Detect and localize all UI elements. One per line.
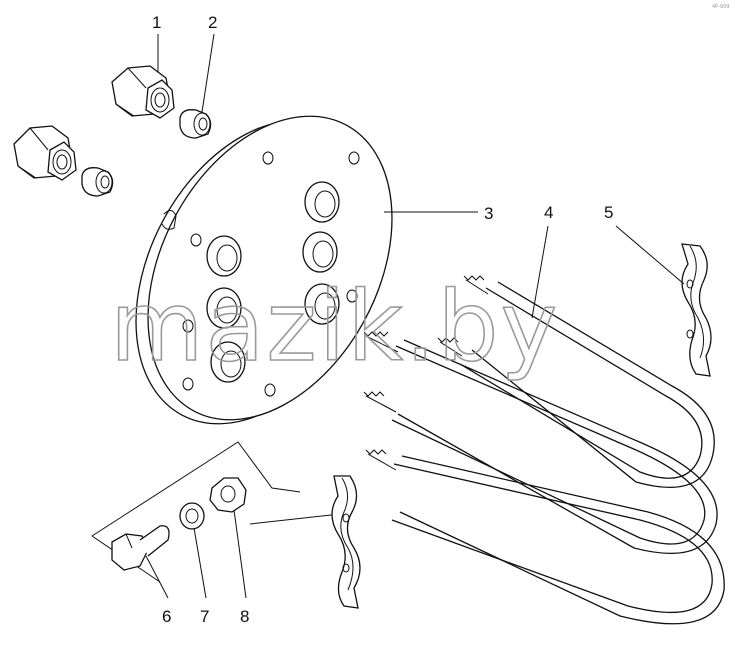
callout-6: 6 [162, 607, 171, 626]
washer-part-7 [179, 502, 205, 530]
bushing-part-2 [81, 109, 212, 197]
heating-elements-part-4 [363, 275, 725, 625]
bolt-part-6 [111, 525, 170, 571]
callout-3: 3 [484, 204, 493, 223]
fastener-inset [91, 441, 361, 609]
callout-labels: 1 2 3 4 5 6 7 8 [152, 13, 613, 626]
callout-1: 1 [152, 13, 161, 32]
callout-2: 2 [208, 13, 217, 32]
hex-nut-part-1 [13, 65, 175, 181]
clamp-strip-inset [331, 475, 361, 609]
callout-8: 8 [240, 607, 249, 626]
corner-code: 4P-909 [712, 4, 729, 10]
callout-7: 7 [200, 607, 209, 626]
clamp-strip-part-5 [681, 243, 712, 377]
leader-lines [145, 33, 685, 599]
watermark-text: mazik.by [110, 271, 559, 383]
flange-plate-part-3 [135, 115, 393, 425]
callout-4: 4 [544, 203, 553, 222]
callout-5: 5 [604, 203, 613, 222]
nut-part-8 [209, 477, 247, 513]
